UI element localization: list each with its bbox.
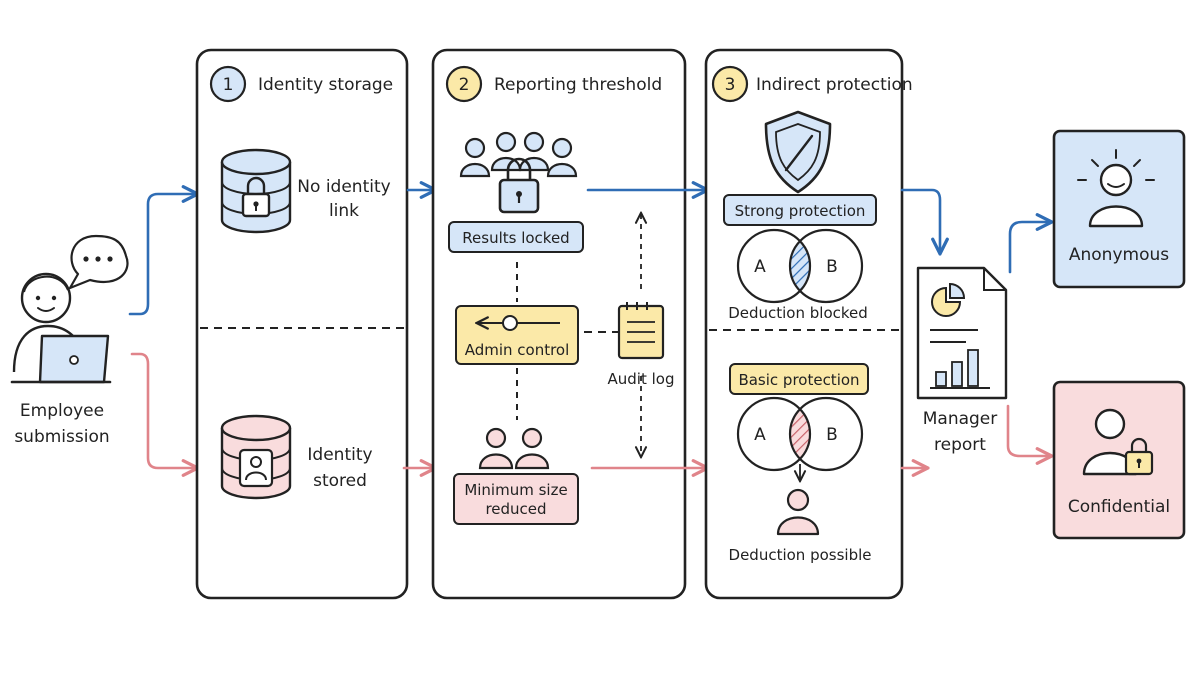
confidential-label: Confidential (1068, 497, 1170, 517)
confidential-person-locked-icon (1082, 408, 1154, 476)
no-identity-link-line2: link (329, 201, 359, 221)
identity-stored-line1: Identity (307, 445, 372, 465)
basic-protection-badge: Basic protection (729, 363, 869, 395)
flow-arrow-p3-report-anonymous (900, 188, 940, 252)
manager-report-icon (916, 266, 1008, 400)
no-identity-link-line1: No identity (297, 177, 390, 197)
results-locked-label: Results locked (462, 229, 569, 247)
deduction-possible-label: Deduction possible (729, 546, 872, 564)
panel-title-indirect-protection: Indirect protection (756, 75, 913, 95)
group-locked-icon (459, 131, 578, 214)
venn-top-set-a: A (754, 257, 766, 277)
basic-protection-label: Basic protection (738, 371, 859, 389)
database-locked-icon (220, 148, 292, 234)
panel-identity-storage (195, 48, 409, 600)
anonymous-label: Anonymous (1069, 245, 1169, 265)
panel-indirect-protection (704, 48, 904, 600)
deduction-blocked-label: Deduction blocked (728, 304, 868, 322)
identified-person-icon (776, 488, 820, 536)
employee-figure (10, 234, 129, 384)
employee-label-line2: submission (14, 427, 109, 447)
shield-icon (764, 110, 832, 194)
minimum-size-line2: reduced (485, 500, 546, 518)
anonymous-outcome-card (1052, 129, 1186, 289)
minimum-size-line1: Minimum size (464, 481, 567, 499)
admin-control-label: Admin control (465, 341, 570, 359)
manager-report-line1: Manager (923, 409, 998, 429)
database-identity-icon (220, 414, 292, 500)
audit-log-icon (617, 302, 665, 360)
step-number-3: 3 (725, 75, 736, 95)
flow-arrow-report-confidential (1006, 404, 1050, 456)
flow-arrow-report-anonymous (1008, 222, 1050, 274)
flow-arrow-confidential-entry (130, 352, 196, 468)
results-locked-badge: Results locked (448, 221, 584, 253)
strong-protection-label: Strong protection (735, 202, 866, 220)
speech-bubble-icon (68, 234, 129, 290)
identity-stored-line2: stored (313, 471, 367, 491)
step-number-1: 1 (223, 75, 234, 95)
manager-report-line2: report (934, 435, 986, 455)
small-group-icon (478, 427, 550, 470)
flow-arrow-anonymous-entry (128, 194, 196, 316)
panel-title-identity-storage: Identity storage (258, 75, 393, 95)
audit-log-label: Audit log (608, 370, 675, 388)
anonymous-person-icon (1099, 163, 1133, 197)
venn-top-set-b: B (826, 257, 838, 277)
step-number-2: 2 (459, 75, 470, 95)
admin-slider-knob (502, 315, 518, 331)
laptop-icon (10, 334, 112, 384)
employee-label-line1: Employee (20, 401, 104, 421)
step-badge-1 (209, 65, 247, 103)
step-badge-3 (711, 65, 749, 103)
venn-bottom-set-b: B (826, 425, 838, 445)
confidential-outcome-card (1052, 380, 1186, 540)
minimum-size-reduced-badge: Minimum size reduced (453, 473, 579, 525)
admin-control-badge[interactable]: Admin control (455, 305, 579, 365)
strong-protection-badge: Strong protection (723, 194, 877, 226)
step-badge-2 (445, 65, 483, 103)
panel-title-reporting-threshold: Reporting threshold (494, 75, 662, 95)
venn-bottom-set-a: A (754, 425, 766, 445)
